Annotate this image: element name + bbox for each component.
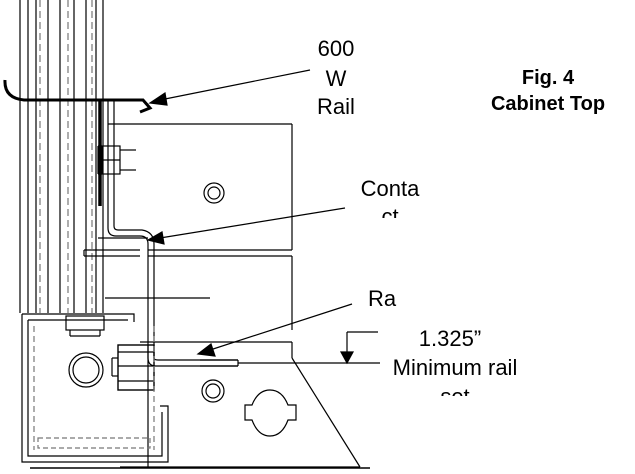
side-panel	[30, 297, 370, 469]
callout-contact-line2: ct	[381, 204, 399, 218]
dimension-label-line1: Minimum rail	[392, 355, 518, 380]
rail-foot	[200, 359, 239, 367]
leader-rail	[196, 303, 353, 357]
callout-contact-line1: Conta	[360, 176, 420, 201]
figure-caption: Cabinet Top	[490, 93, 606, 115]
upper-bolt-hole	[201, 379, 225, 403]
leader-contact	[146, 207, 346, 245]
rail-600w-profile	[3, 79, 153, 206]
dimension-value: 1.325”	[418, 326, 482, 351]
leader-600w-rail	[148, 69, 311, 106]
keyhole-slot	[244, 389, 297, 437]
dimension-label-line2: set	[370, 384, 540, 396]
dimension-offset	[238, 331, 380, 365]
contact-bracket	[83, 99, 293, 367]
figure-number: Fig. 4	[521, 67, 575, 89]
callout-rail-line1: Ra	[367, 286, 397, 311]
callout-600w-rail-line1: 600	[317, 36, 355, 61]
callout-600w-rail-line2: W	[325, 66, 347, 91]
cabinet-frame-post	[19, 0, 104, 313]
callout-600w-rail-line3: Rail	[317, 94, 355, 116]
bottom-channel	[21, 313, 169, 463]
